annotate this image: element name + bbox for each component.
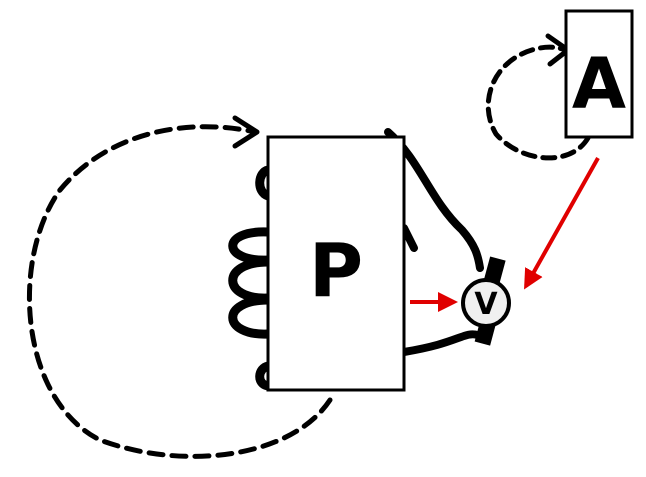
a-box: [564, 9, 634, 139]
p-coil-wire: [228, 165, 273, 391]
p-to-v-wire-top: [384, 128, 484, 272]
p-to-v-wire-bottom: [400, 330, 488, 356]
p-box: [266, 135, 406, 392]
p-box-label: P: [309, 228, 363, 314]
p-loop-dashed: [26, 124, 333, 459]
a-box-label: A: [572, 43, 626, 125]
v-node: [461, 278, 511, 328]
p-loop-arrowhead: [232, 115, 260, 149]
p-side-tick: [400, 224, 418, 252]
a-to-v-red-arrow: [524, 157, 600, 290]
a-loop-dashed: [485, 44, 591, 161]
v-node-label: V: [474, 287, 498, 322]
